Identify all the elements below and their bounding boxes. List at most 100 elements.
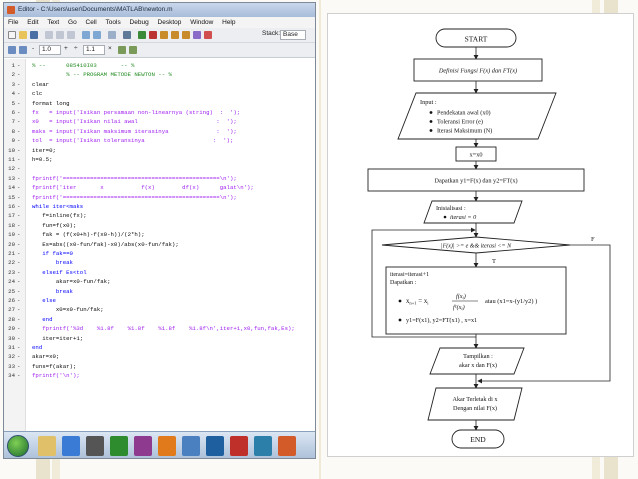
menu-desktop[interactable]: Desktop: [157, 19, 182, 26]
save-icon[interactable]: [30, 31, 38, 39]
code-text: x0=x0-fun/fak;: [32, 306, 104, 314]
line-number: 22: [8, 259, 15, 267]
eval-cell-icon[interactable]: [19, 46, 27, 54]
code-text: break: [32, 259, 73, 267]
code-line: 17- f=inline(fx);: [4, 211, 315, 220]
menu-text[interactable]: Text: [47, 19, 60, 26]
menu-cell[interactable]: Cell: [85, 19, 97, 26]
matlab-app-icon: [7, 6, 15, 14]
line-number: 26: [8, 297, 15, 304]
line-marker: -: [17, 353, 21, 361]
line-marker: -: [17, 287, 21, 295]
code-area[interactable]: 1-% -- 085410I03 -- %2- % -- PROGRAM MET…: [4, 59, 315, 431]
paste-icon[interactable]: [67, 31, 75, 39]
breakpoint-icon[interactable]: [149, 31, 157, 39]
code-line: 4-clc: [4, 89, 315, 98]
cell-divide-button[interactable]: ÷: [74, 45, 78, 52]
media-player-icon[interactable]: [86, 436, 104, 456]
input-parallelogram: [397, 92, 557, 140]
app-icon[interactable]: [254, 436, 272, 456]
copy-icon[interactable]: [56, 31, 64, 39]
windows-taskbar: [4, 431, 315, 458]
formula-denominator: f¹(xi): [453, 304, 465, 311]
menu-tools[interactable]: Tools: [105, 19, 121, 26]
app-triangle-icon[interactable]: [110, 436, 128, 456]
input-item-tolerance: Toleransi Error (e): [437, 119, 483, 126]
step-out-icon[interactable]: [182, 31, 190, 39]
code-text: clc: [32, 90, 43, 98]
run-icon[interactable]: [138, 31, 146, 39]
matlab-taskbar-icon[interactable]: [278, 436, 296, 456]
code-line: 18- fun=f(x0);: [4, 221, 315, 230]
input-item-initial: Pendekatan awal (x0): [437, 110, 491, 117]
bullet: [429, 129, 433, 132]
define-function-process: [413, 58, 543, 82]
step-icon[interactable]: [160, 31, 168, 39]
cell-plus-button[interactable]: +: [64, 45, 68, 52]
code-line: 33-funs=f(akar);: [4, 362, 315, 371]
start-button-icon[interactable]: [7, 435, 29, 457]
line-number: 34: [8, 372, 15, 380]
menu-file[interactable]: File: [8, 19, 19, 26]
undo-icon[interactable]: [82, 31, 90, 39]
line-number: 21: [8, 250, 15, 257]
start-label: START: [465, 35, 488, 44]
code-text: x0 = input('Isikan nilai awal : ');: [32, 118, 237, 126]
app-icon[interactable]: [158, 436, 176, 456]
explorer-icon[interactable]: [38, 436, 56, 456]
print-icon[interactable]: [108, 31, 116, 39]
line-marker: -: [17, 250, 21, 257]
find-icon[interactable]: [123, 31, 131, 39]
line-marker: -: [17, 118, 21, 126]
open-folder-icon[interactable]: [19, 31, 27, 39]
app-icon[interactable]: [206, 436, 224, 456]
cell-times-button[interactable]: ×: [108, 45, 112, 52]
code-text: while iter<maks: [32, 203, 84, 210]
bullet: [398, 299, 402, 303]
editor-title: Editor - C:\Users\user\Documents\MATLAB\…: [18, 6, 173, 13]
menu-go[interactable]: Go: [68, 19, 77, 26]
cut-icon[interactable]: [45, 31, 53, 39]
line-marker: -: [17, 325, 21, 333]
code-text: fprintf('\n');: [32, 372, 80, 380]
code-line: 21- if fak==0: [4, 249, 315, 258]
cell-value-input[interactable]: 1.0: [39, 45, 61, 55]
line-marker: -: [17, 297, 21, 304]
line-marker: -: [17, 362, 21, 370]
line-number: 28: [8, 315, 15, 323]
menu-debug[interactable]: Debug: [129, 19, 149, 26]
code-line: 25- break: [4, 287, 315, 296]
result-line-2: Dengan nilai F(x): [453, 405, 497, 412]
editor-title-bar: Editor - C:\Users\user\Documents\MATLAB\…: [4, 3, 315, 17]
pdf-reader-icon[interactable]: [230, 436, 248, 456]
exit-debug-icon[interactable]: [204, 31, 212, 39]
line-marker: -: [17, 212, 21, 220]
bullet: [398, 318, 402, 322]
step-in-icon[interactable]: [171, 31, 179, 39]
code-text: clear: [32, 80, 50, 88]
app-icon[interactable]: [134, 436, 152, 456]
code-text: iter=0;: [32, 146, 56, 154]
menu-help[interactable]: Help: [222, 19, 236, 26]
cell-tool-icon[interactable]: [129, 46, 137, 54]
cell-minus-button[interactable]: -: [32, 45, 35, 52]
stack-label: Stack:: [262, 30, 281, 37]
menu-window[interactable]: Window: [190, 19, 214, 26]
menu-edit[interactable]: Edit: [27, 19, 39, 26]
internet-explorer-icon[interactable]: [62, 436, 80, 456]
cell-value-input-2[interactable]: 1.1: [83, 45, 105, 55]
new-file-icon[interactable]: [8, 31, 16, 39]
redo-icon[interactable]: [93, 31, 101, 39]
code-line: 22- break: [4, 258, 315, 267]
code-text: funs=f(akar);: [32, 362, 77, 370]
cell-mode-icon[interactable]: [8, 46, 16, 54]
line-number: 14: [8, 184, 15, 192]
line-marker: -: [17, 193, 21, 201]
stack-select[interactable]: Base: [280, 30, 306, 40]
continue-icon[interactable]: [193, 31, 201, 39]
line-marker: -: [17, 127, 21, 135]
cell-tool-icon[interactable]: [118, 46, 126, 54]
code-line: 31-end: [4, 343, 315, 352]
app-icon[interactable]: [182, 436, 200, 456]
